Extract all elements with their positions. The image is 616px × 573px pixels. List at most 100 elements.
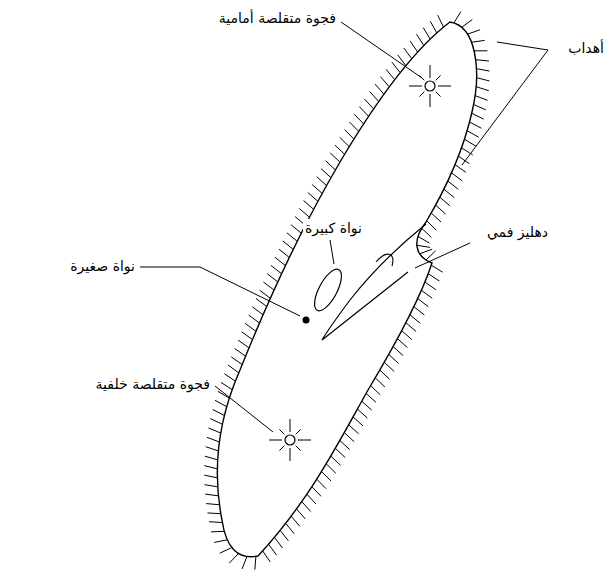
cilium: [209, 521, 222, 523]
leader-line: [330, 240, 334, 264]
cilium: [425, 282, 436, 290]
cilium: [470, 122, 482, 128]
vacuole-ray: [290, 448, 291, 461]
vacuole-ray: [409, 86, 422, 87]
cilium: [467, 131, 479, 138]
cilium: [297, 509, 306, 519]
cilium: [462, 19, 473, 27]
cilium: [476, 60, 489, 61]
cilium: [210, 419, 222, 425]
cilium: [359, 107, 368, 117]
cilium: [331, 456, 341, 465]
cilium: [440, 197, 450, 206]
cilium: [431, 265, 442, 272]
vacuole-ray: [279, 446, 284, 451]
cilium: [418, 236, 430, 243]
cilium: [366, 393, 376, 402]
vacuole-ray: [296, 429, 301, 434]
cilium: [283, 241, 293, 249]
cilium: [213, 409, 225, 415]
cilium: [357, 409, 367, 418]
cilium: [371, 386, 381, 395]
cilium: [344, 130, 353, 139]
cilium: [238, 340, 249, 348]
cilium: [417, 245, 430, 247]
cilium: [418, 299, 429, 307]
vacuole-ray: [438, 86, 451, 87]
cilium: [375, 378, 385, 387]
cilium: [477, 78, 490, 81]
vacuole-center: [285, 435, 295, 445]
cilium: [263, 282, 274, 290]
vacuole-ray: [298, 440, 311, 441]
cilium: [362, 401, 372, 410]
cilium: [335, 145, 345, 154]
cilium: [304, 201, 314, 210]
cilium: [302, 502, 311, 512]
cilium: [330, 153, 340, 162]
vacuole-ray: [279, 429, 284, 434]
leader-line: [215, 386, 273, 432]
cilia-label: أهداب: [566, 39, 606, 57]
nucleus-label: نواة صغيرة: [68, 257, 137, 275]
cilium: [326, 464, 336, 473]
cilium: [275, 257, 285, 265]
cilium: [249, 315, 260, 323]
cilium: [205, 485, 218, 487]
cilium: [464, 139, 475, 146]
cilium: [421, 290, 432, 298]
cilium: [267, 274, 278, 282]
vacuole-ray: [430, 94, 431, 107]
cilium: [231, 357, 242, 365]
cilium: [472, 113, 484, 119]
cilium: [370, 92, 379, 102]
cilium: [349, 425, 359, 434]
cilium: [204, 466, 217, 469]
cilium: [444, 189, 454, 197]
cilium: [228, 365, 239, 373]
cilium: [475, 96, 487, 101]
vacuole-ray: [419, 92, 424, 97]
cilium: [207, 437, 219, 442]
cilium: [428, 274, 439, 281]
cilium: [386, 69, 394, 79]
cilium: [220, 548, 232, 554]
vacuole-ray: [269, 440, 282, 441]
cilium: [312, 487, 321, 497]
cilium: [235, 349, 246, 357]
posterior-vacuole-symbol: [269, 419, 311, 461]
cilium: [474, 50, 487, 51]
cilium: [208, 512, 221, 514]
cilium: [299, 209, 309, 218]
oral-groove-label: دهليز فمي: [485, 223, 550, 241]
cilium: [256, 298, 267, 306]
cilium: [427, 221, 437, 230]
cilium: [242, 332, 253, 340]
cilium: [308, 193, 318, 202]
cilium: [287, 233, 297, 241]
cilium: [340, 441, 350, 450]
cilium: [326, 161, 336, 170]
cilium: [406, 323, 416, 332]
cilium: [426, 251, 436, 260]
vacuole-ray: [296, 446, 301, 451]
cilium: [431, 213, 441, 222]
cilium: [242, 556, 247, 568]
cilium: [417, 34, 424, 45]
cilium: [280, 530, 288, 540]
cilium: [364, 99, 373, 109]
vacuole-label: فجوة متقلصة أمامية: [217, 9, 338, 27]
leader-line: [140, 267, 300, 316]
cilium: [349, 122, 358, 131]
cilium: [312, 185, 322, 194]
cilium: [471, 40, 484, 42]
cilium: [436, 205, 446, 214]
oral-groove-inner: [376, 254, 393, 266]
cilium: [291, 516, 300, 526]
cilium: [317, 479, 326, 489]
leader-line: [341, 22, 422, 78]
cilium: [392, 62, 400, 72]
anterior-vacuole-symbol: [409, 65, 451, 107]
